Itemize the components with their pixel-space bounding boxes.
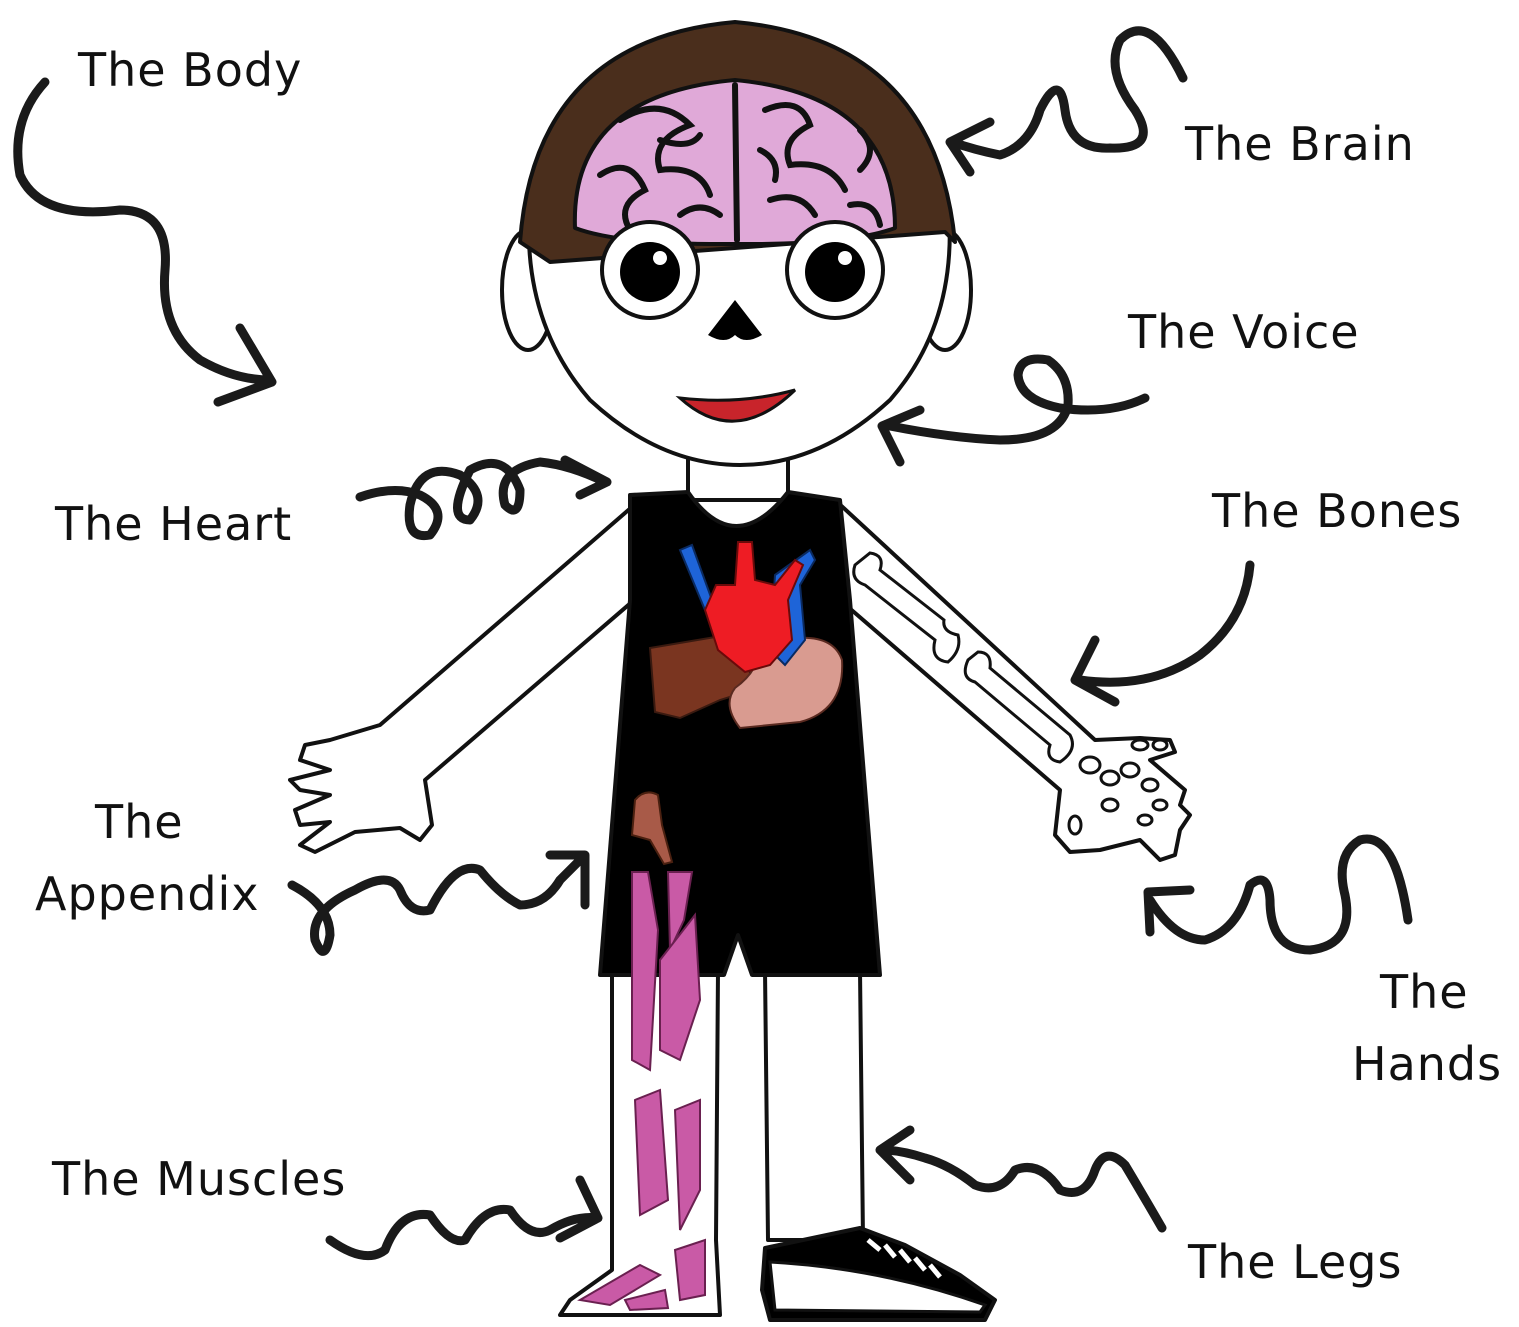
- label-legs: The Legs: [1187, 1235, 1402, 1289]
- label-appendix-line2: Appendix: [35, 867, 260, 921]
- arrow-icon: [1148, 839, 1408, 950]
- label-appendix-line1: The: [94, 795, 184, 849]
- label-voice: The Voice: [1127, 305, 1360, 359]
- label-hands-line1: The: [1379, 965, 1469, 1019]
- arrow-icon: [950, 31, 1183, 172]
- left-arm: [290, 500, 640, 852]
- arrow-icon: [880, 1130, 1162, 1228]
- arrow-icon: [1075, 565, 1250, 702]
- child-figure: [290, 22, 1190, 1320]
- label-bones: The Bones: [1211, 484, 1462, 538]
- arrow-icon: [882, 359, 1145, 462]
- label-muscles: The Muscles: [51, 1152, 346, 1206]
- arrow-icon: [330, 1180, 598, 1256]
- label-heart: The Heart: [54, 497, 292, 551]
- label-brain: The Brain: [1184, 117, 1415, 171]
- arrow-icon: [18, 82, 272, 402]
- label-body: The Body: [77, 43, 302, 97]
- right-leg: [765, 970, 863, 1240]
- arrow-icon: [292, 855, 585, 951]
- arrow-icon: [360, 460, 607, 536]
- label-hands-line2: Hands: [1352, 1037, 1502, 1091]
